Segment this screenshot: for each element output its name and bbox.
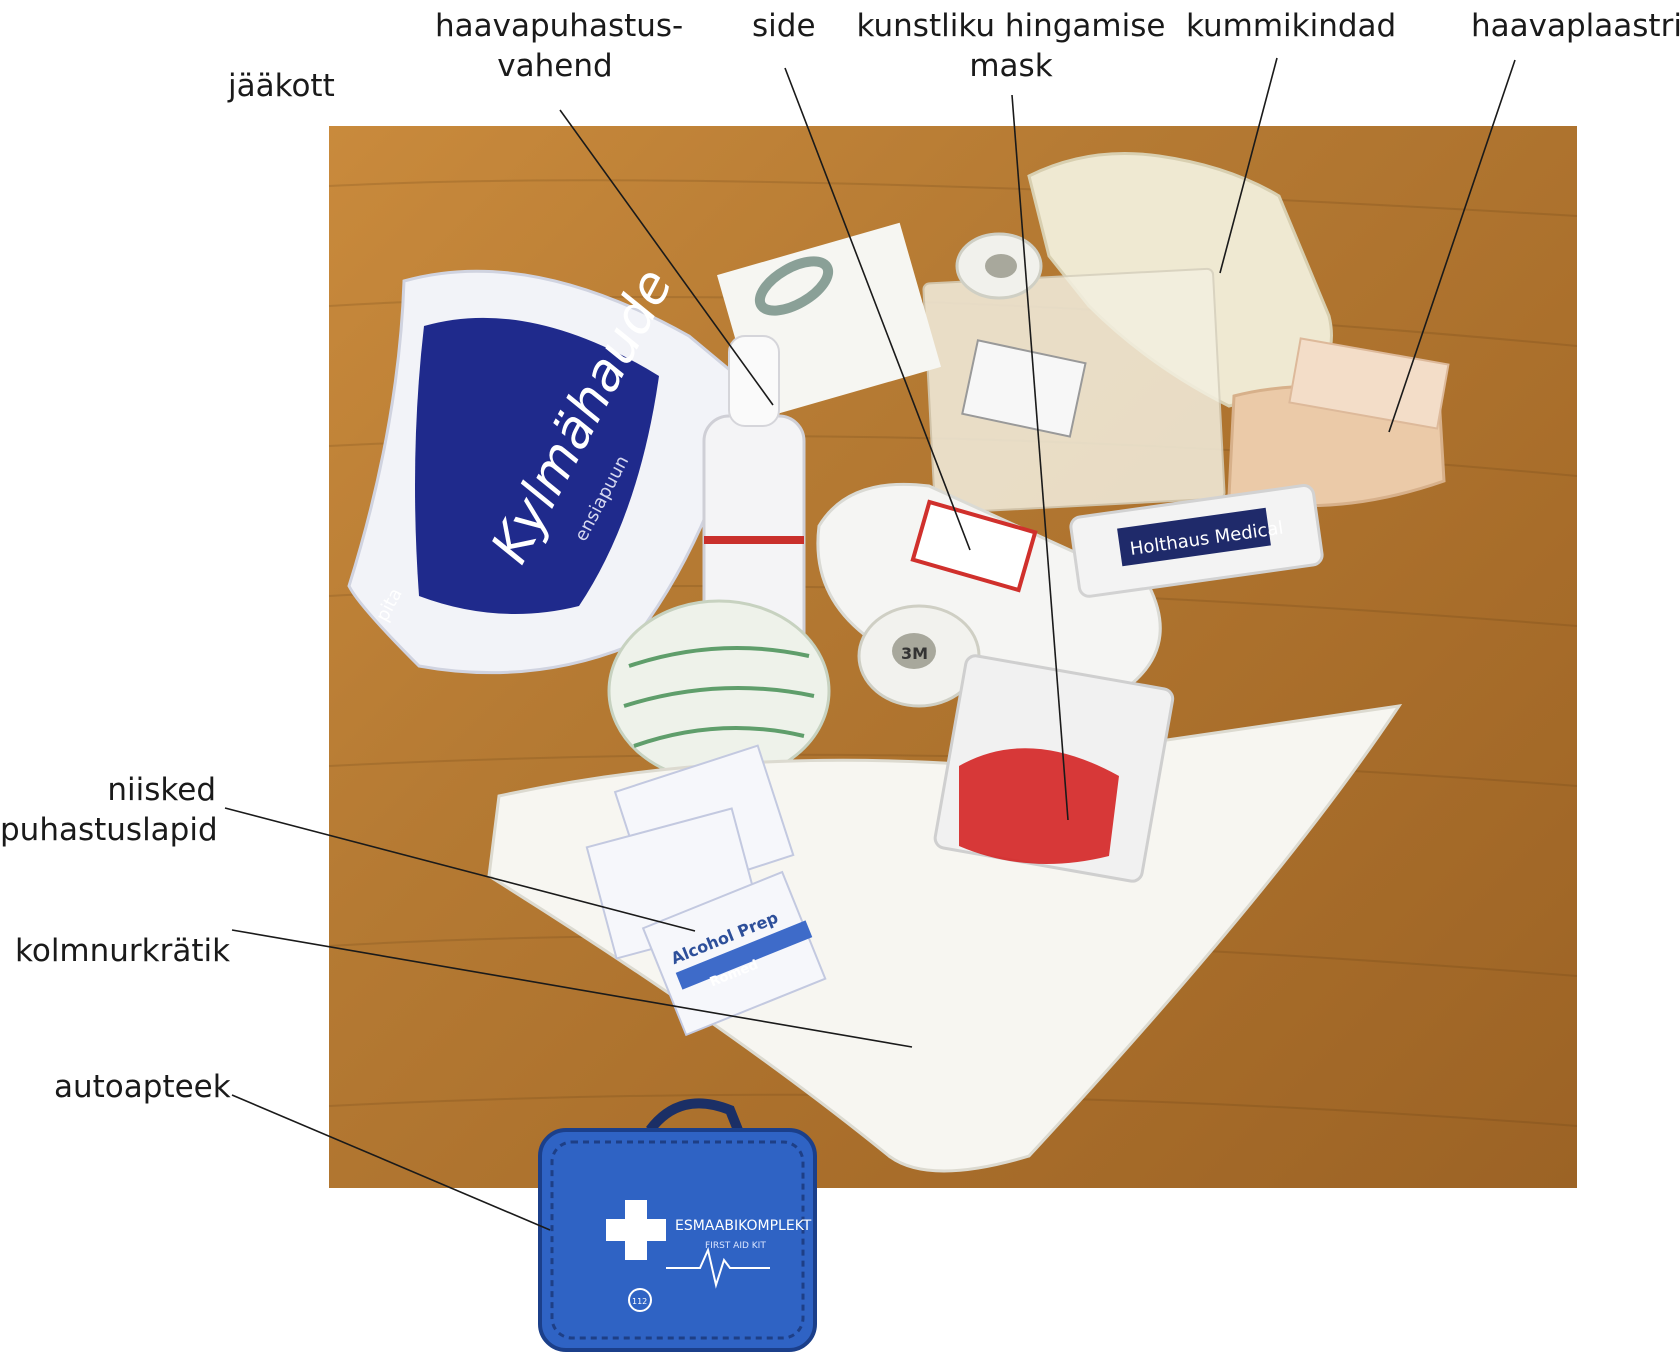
label-ice-pack: jääkott (228, 68, 335, 104)
label-wipes-line1: niisked (107, 772, 216, 808)
bag-badge-icon (628, 1288, 652, 1312)
tape-3m-core-shape (892, 633, 936, 669)
label-plasters: haavaplaastrid (1471, 8, 1680, 44)
label-wound-cleaner-line2: vahend (497, 48, 613, 84)
bag-subtitle: FIRST AID KIT (705, 1241, 766, 1251)
green-bandage-print (623, 646, 815, 748)
bag-handle-shape (646, 1098, 745, 1137)
label-wound-cleaner: haavapuhastus- vahend (435, 6, 684, 86)
label-resp-mask: kunstliku hingamise mask (856, 6, 1166, 86)
spray-stripe-shape (704, 536, 804, 544)
bag-body-shape (538, 1128, 817, 1352)
first-aid-bag: ESMAABIKOMPLEKT FIRST AID KIT 112 (538, 1098, 817, 1352)
cross-icon (606, 1200, 666, 1260)
label-bandage: side (752, 8, 816, 44)
label-wound-cleaner-line1: haavapuhastus- (435, 8, 684, 44)
resp-mask-red-shape (959, 748, 1119, 864)
tape-3m-brand: 3M (901, 644, 928, 663)
photo-scene: Kylmähaude ensiapuun pita Holthaus Medic… (329, 152, 1577, 1173)
first-aid-kit-photo: Kylmähaude ensiapuun pita Holthaus Medic… (329, 126, 1577, 1188)
label-resp-mask-line1: kunstliku hingamise (856, 8, 1166, 44)
bag-badge: 112 (632, 1297, 647, 1306)
label-triangle-cloth: kolmnurkrätik (15, 933, 231, 969)
label-wipes: niisked puhastuslapid (0, 770, 218, 850)
bag-title: ESMAABIKOMPLEKT (675, 1218, 812, 1234)
heartbeat-icon (666, 1246, 770, 1289)
label-resp-mask-line2: mask (969, 48, 1053, 84)
label-gloves: kummikindad (1186, 8, 1397, 44)
spray-cap-shape (728, 335, 780, 427)
label-wipes-line2: puhastuslapid (0, 812, 218, 848)
holthaus-label-shape (1117, 507, 1271, 567)
small-tape-core-shape (985, 254, 1017, 278)
label-car-kit: autoapteek (54, 1069, 231, 1105)
bag-zipper-shape (550, 1140, 805, 1340)
